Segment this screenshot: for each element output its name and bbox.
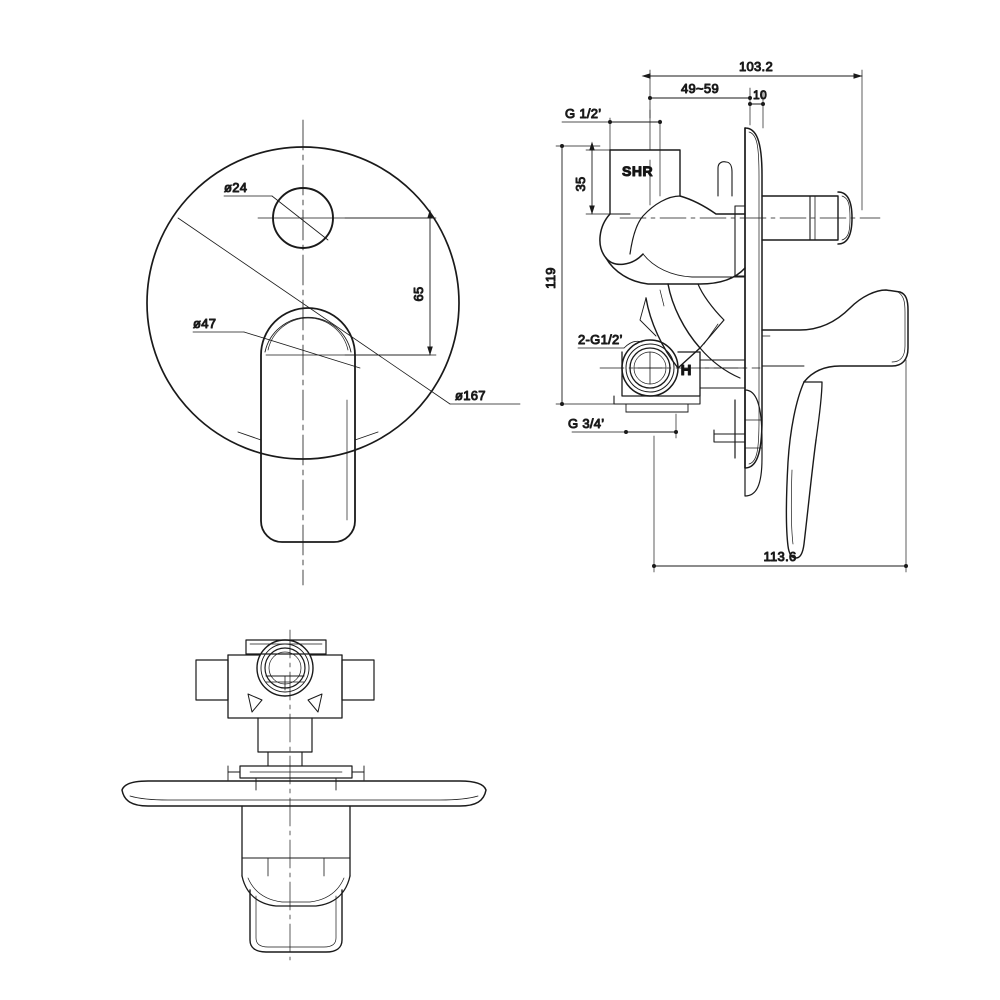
label-d167: ø167 xyxy=(455,388,486,403)
label-113-6: 113.6 xyxy=(763,549,796,564)
label-g12: G 1/2’ xyxy=(565,106,601,121)
leader-2g12 xyxy=(577,340,643,349)
side-lower-shank xyxy=(713,399,763,459)
leader-d24 xyxy=(271,195,329,241)
dimension-g34 xyxy=(571,413,678,439)
bottom-cover-plate xyxy=(121,780,487,807)
leader-d47 xyxy=(243,331,361,369)
label-g34: G 3/4’ xyxy=(568,416,604,431)
dimension-103-2 xyxy=(641,69,863,119)
front-view: ø24 ø47 ø167 65 xyxy=(146,119,521,586)
side-outlet-spout xyxy=(619,191,881,245)
brand-mark-shr: SHR xyxy=(622,163,653,179)
side-lever-arm xyxy=(639,283,741,379)
label-2g12: 2-G1/2’ xyxy=(578,332,623,347)
side-inlet-valve-ring xyxy=(599,339,761,413)
label-65: 65 xyxy=(411,286,426,301)
side-cover-plate xyxy=(744,127,763,497)
bottom-collar xyxy=(227,765,365,791)
label-103-2: 103.2 xyxy=(739,59,773,74)
side-mixer-body-upper xyxy=(599,149,746,285)
dimension-35 xyxy=(585,141,615,215)
label-d47: ø47 xyxy=(193,316,216,331)
dimension-g12 xyxy=(561,117,662,151)
side-exterior-handle xyxy=(761,289,909,559)
label-119: 119 xyxy=(543,267,558,289)
front-lever-handle xyxy=(237,307,379,543)
dimension-65 xyxy=(344,209,437,356)
label-10: 10 xyxy=(753,88,767,102)
port-mark-hot: H xyxy=(681,362,692,379)
bottom-valve-block xyxy=(195,639,375,767)
label-d24: ø24 xyxy=(224,180,247,195)
bottom-view xyxy=(121,629,487,961)
dimension-113-6 xyxy=(652,359,908,573)
dimension-119 xyxy=(555,144,615,406)
bottom-shank xyxy=(241,805,351,953)
leader-d167 xyxy=(177,217,451,405)
side-view: 103.2 49~59 10 G 1/2’ 35 xyxy=(543,59,909,573)
label-49-59: 49~59 xyxy=(681,81,719,96)
label-35: 35 xyxy=(573,176,588,191)
